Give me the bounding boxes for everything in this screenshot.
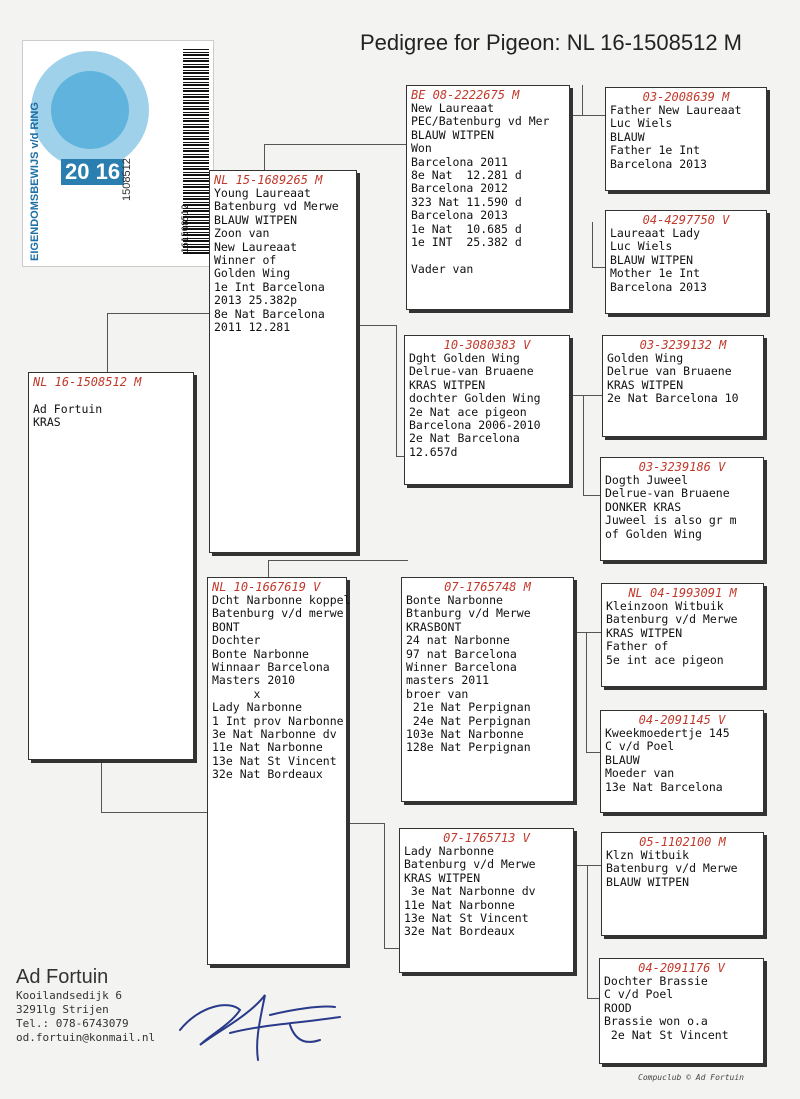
ring-number: NL 16-1508512 M <box>33 375 142 389</box>
pigeon-card-father-father: BE 08-2222675 M New Laureaat PEC/Batenbu… <box>406 85 570 310</box>
breeder-phone: Tel.: 078-6743079 <box>16 1017 129 1030</box>
connector-line <box>570 115 606 116</box>
ring-number: 10-3080383 V <box>443 338 531 352</box>
connector-line <box>268 560 408 561</box>
ring-number: 07-1765713 V <box>443 831 530 845</box>
ring-number: 03-3239186 V <box>638 460 726 474</box>
ring-number: NL 04-1993091 M <box>628 586 737 600</box>
ring-number: 04-2091145 V <box>638 713 726 727</box>
ring-number: 03-3239132 M <box>639 338 727 352</box>
credit-text: Compuclub © Ad Fortuin <box>638 1073 744 1082</box>
pigeon-info: Kleinzoon Witbuik Batenburg v/d Merwe KR… <box>606 599 738 667</box>
pigeon-info: Lady Narbonne Batenburg v/d Merwe KRAS W… <box>404 844 536 939</box>
connector-line <box>345 823 385 824</box>
ring-number: NL 10-1667619 V <box>212 580 321 594</box>
connector-line <box>101 760 102 813</box>
connector-line <box>264 144 265 171</box>
pigeon-card-subject: NL 16-1508512 M Ad Fortuin KRAS <box>28 372 194 760</box>
pigeon-info: Ad Fortuin KRAS <box>33 402 103 430</box>
ring-number: 03-2008639 M <box>642 90 730 104</box>
pigeon-card-mother-father: 07-1765748 M Bonte Narbonne Btanburg v/d… <box>401 577 574 802</box>
connector-line <box>264 144 407 145</box>
pigeon-info: Kweekmoedertje 145 C v/d Poel BLAUW Moed… <box>605 726 730 794</box>
stamp-ring-number: 1508512 <box>121 158 133 201</box>
ring-number: 04-2091176 V <box>638 961 725 975</box>
pigeon-card-mff: NL 04-1993091 M Kleinzoon Witbuik Batenb… <box>601 583 764 687</box>
connector-line <box>396 325 397 456</box>
pigeon-info: Dght Golden Wing Delrue-van Bruaene KRAS… <box>409 351 541 459</box>
breeder-contact: Ad Fortuin Kooilandsedijk 6 3291lg Strij… <box>16 966 155 1045</box>
pigeon-info: Father New Laureaat Luc Wiels BLAUW Fath… <box>610 103 742 171</box>
connector-line <box>384 823 385 948</box>
pigeon-card-fmm: 03-3239186 V Dogth Juweel Delrue-van Bru… <box>600 457 764 561</box>
stamp-year: 20 16 <box>61 159 125 185</box>
pigeon-card-mmm: 04-2091176 V Dochter Brassie C v/d Poel … <box>599 958 764 1064</box>
connector-line <box>268 560 269 577</box>
breeder-name: Ad Fortuin <box>16 966 109 988</box>
connector-line <box>586 632 587 752</box>
connector-line <box>574 632 602 633</box>
pigeon-info: Klzn Witbuik Batenburg v/d Merwe BLAUW W… <box>606 848 738 889</box>
barcode-icon <box>183 49 209 254</box>
connector-line <box>592 222 593 267</box>
connector-line <box>582 85 583 115</box>
ring-number: NL 15-1689265 M <box>214 173 323 187</box>
pigeon-emblem-icon <box>51 71 129 149</box>
breeder-address: Kooilandsedijk 6 <box>16 989 122 1002</box>
connector-line <box>583 395 584 495</box>
ring-certificate: 20 16 EIGENDOMSBEWIJS v/d RING 1508512 1… <box>22 40 214 267</box>
connector-line <box>101 812 208 813</box>
stamp-label: EIGENDOMSBEWIJS v/d RING <box>29 102 41 261</box>
pigeon-card-mother-mother: 07-1765713 V Lady Narbonne Batenburg v/d… <box>399 828 574 973</box>
pigeon-info: Dogth Juweel Delrue-van Bruaene DONKER K… <box>605 473 737 541</box>
pigeon-card-fmf: 03-3239132 M Golden Wing Delrue van Brua… <box>602 335 764 437</box>
pigeon-info: Laureaat Lady Luc Wiels BLAUW WITPEN Mot… <box>610 226 707 294</box>
connector-line <box>592 267 606 268</box>
pigeon-card-mmf: 05-1102100 M Klzn Witbuik Batenburg v/d … <box>601 832 764 936</box>
signature-icon <box>179 994 341 1061</box>
connector-line <box>107 313 108 373</box>
connector-line <box>107 313 210 314</box>
pigeon-info: Bonte Narbonne Btanburg v/d Merwe KRASBO… <box>406 593 531 755</box>
pigeon-card-fff: 03-2008639 M Father New Laureaat Luc Wie… <box>605 87 767 191</box>
pigeon-card-mfm: 04-2091145 V Kweekmoedertje 145 C v/d Po… <box>600 710 764 813</box>
pigeon-info: New Laureaat PEC/Batenburg vd Mer BLAUW … <box>411 101 550 276</box>
connector-line <box>583 495 603 496</box>
breeder-email: od.fortuin@konmail.nl <box>16 1031 156 1044</box>
connector-line <box>587 865 588 998</box>
connector-line <box>574 865 602 866</box>
connector-line <box>570 395 603 396</box>
connector-line <box>586 752 603 753</box>
breeder-city: 3291lg Strijen <box>16 1003 109 1016</box>
connector-line <box>396 456 406 457</box>
barcode-number: 161508512 <box>181 204 191 253</box>
ring-number: 05-1102100 M <box>639 835 726 849</box>
ring-number: 07-1765748 M <box>444 580 531 594</box>
connector-line <box>356 325 397 326</box>
pigeon-card-mother: NL 10-1667619 V Dcht Narbonne koppel Bat… <box>207 577 351 965</box>
pigeon-info: Young Laureaat Batenburg vd Merwe BLAUW … <box>214 186 339 335</box>
ring-number: BE 08-2222675 M <box>411 88 520 102</box>
pigeon-info: Dcht Narbonne koppel Batenburg v/d merwe… <box>212 593 351 782</box>
pigeon-card-ffm: 04-4297750 V Laureaat Lady Luc Wiels BLA… <box>605 210 767 314</box>
ring-number: 04-4297750 V <box>642 213 730 227</box>
connector-line <box>587 998 600 999</box>
pigeon-info: Dochter Brassie C v/d Poel ROOD Brassie … <box>604 974 729 1042</box>
pigeon-card-father: NL 15-1689265 M Young Laureaat Batenburg… <box>209 170 357 553</box>
connector-line <box>384 948 401 949</box>
pigeon-info: Golden Wing Delrue van Bruaene KRAS WITP… <box>607 351 739 406</box>
pigeon-card-father-mother: 10-3080383 V Dght Golden Wing Delrue-van… <box>404 335 570 485</box>
page-title: Pedigree for Pigeon: NL 16-1508512 M <box>360 30 742 55</box>
